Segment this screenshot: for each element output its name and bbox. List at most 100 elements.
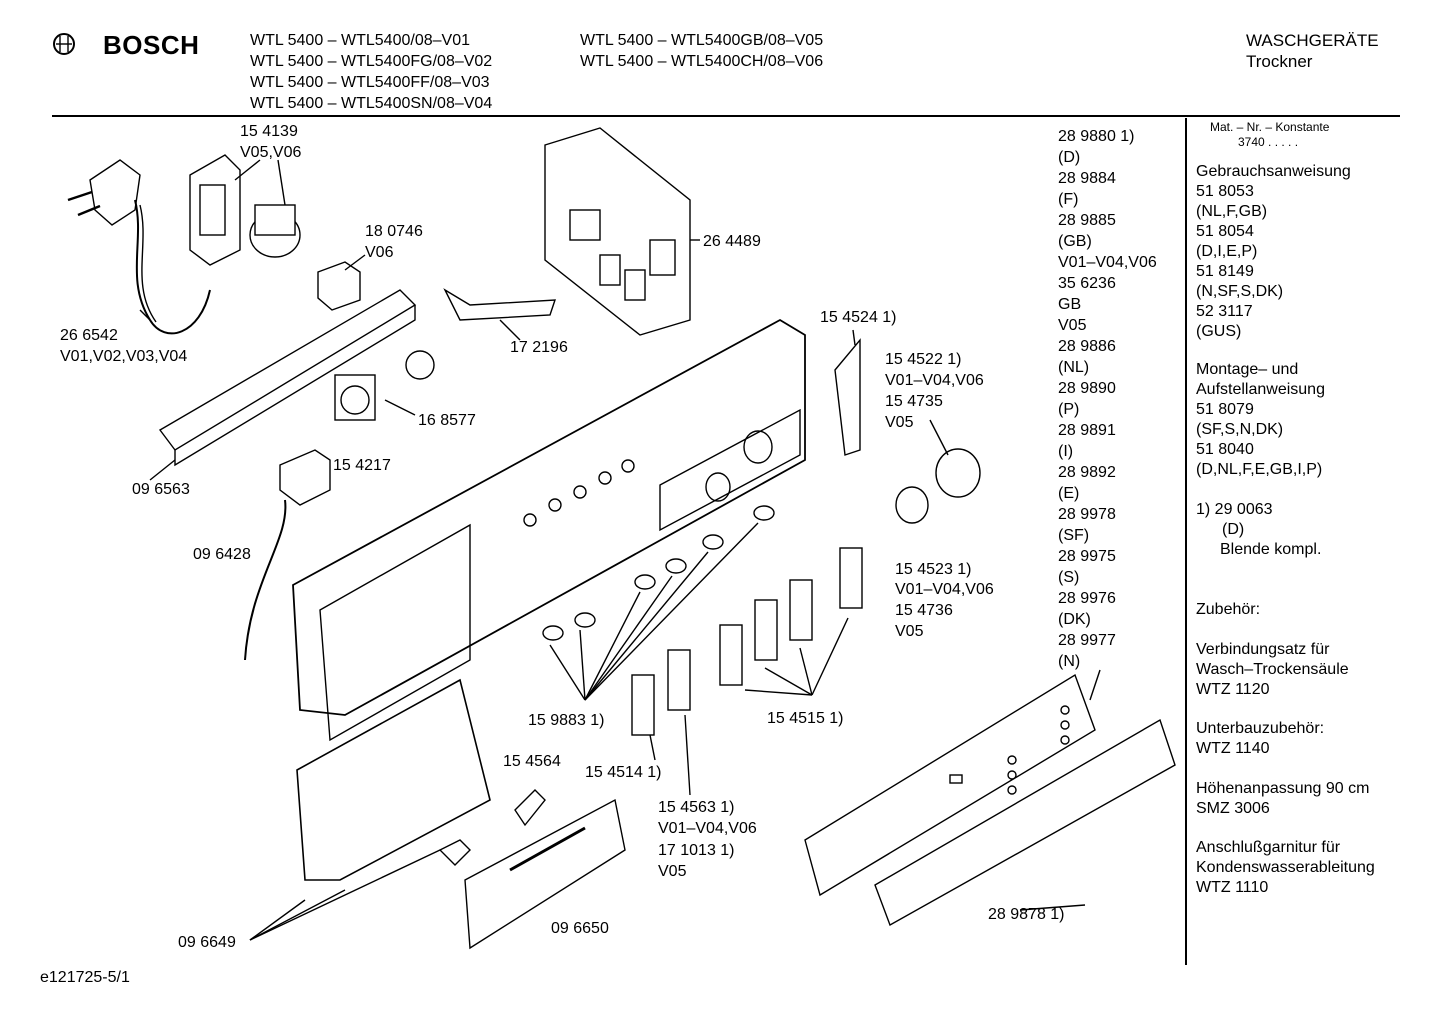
part-label: 26 4489 (703, 233, 761, 250)
model-line: WTL 5400 – WTL5400FG/08–V02 (250, 53, 493, 70)
part-label: 15 4515 1) (767, 710, 844, 727)
bosch-logo-icon (53, 33, 75, 55)
instructions-section: Gebrauchsanweisung 51 8053 (NL,F,GB) 51 … (1196, 162, 1351, 342)
part-column-line: 28 9975 (1058, 548, 1116, 565)
part-column-line: (N) (1058, 653, 1081, 670)
part-label: 15 4139 (240, 123, 298, 140)
sidebar-line: (GUS) (1196, 323, 1242, 340)
sidebar-line: (NL,F,GB) (1196, 203, 1268, 220)
sidebar-line: Anschlußgarnitur für (1196, 839, 1341, 856)
part-column-line: (I) (1058, 443, 1074, 460)
part-label: 26 6542 (60, 327, 118, 344)
installation-section: Montage– und Aufstellanweisung 51 8079 (… (1196, 360, 1325, 480)
part-column-line: (NL) (1058, 359, 1090, 376)
brand-name: BOSCH (103, 30, 200, 60)
part-column-line: (SF) (1058, 527, 1090, 544)
ribbon-cable-icon (443, 288, 556, 321)
part-variant: V05,V06 (240, 144, 302, 161)
sidebar-line: (SF,S,N,DK) (1196, 421, 1284, 438)
part-label: 15 9883 1) (528, 712, 605, 729)
part-label: 15 4563 1) (658, 799, 735, 816)
control-panel-housing-icon (292, 318, 806, 742)
part-column-line: V05 (1058, 317, 1087, 334)
part-label: 16 8577 (418, 412, 476, 429)
sidebar-line: Unterbauzubehör: (1196, 720, 1325, 737)
accessory-item: Höhenanpassung 90 cm SMZ 3006 (1196, 779, 1369, 819)
relay-icon (317, 261, 361, 311)
part-column-line: (GB) (1058, 233, 1092, 250)
sidebar-line: WTZ 1120 (1196, 681, 1270, 698)
sidebar-line: Wasch–Trockensäule (1196, 661, 1349, 678)
sidebar-line: Montage– und (1196, 361, 1299, 378)
part-label: 15 4524 1) (820, 309, 897, 326)
part-column-line: 28 9891 (1058, 422, 1116, 439)
part-label: 18 0746 (365, 223, 423, 240)
model-list-left: WTL 5400 – WTL5400/08–V01 WTL 5400 – WTL… (250, 30, 492, 114)
accessories-heading: Zubehör: (1196, 601, 1261, 618)
part-label: 09 6650 (551, 920, 609, 937)
sidebar-line: Kondenswasserableitung (1196, 859, 1375, 876)
part-label: 15 4217 (333, 457, 391, 474)
part-column-line: (S) (1058, 569, 1080, 586)
filter-module-icon (189, 154, 301, 266)
sidebar-line: 51 8054 (1196, 223, 1254, 240)
spring-icon (542, 505, 775, 701)
document-id: e121725-5/1 (40, 969, 130, 986)
part-label: 09 6563 (132, 481, 190, 498)
sidebar-line: Höhenanpassung 90 cm (1196, 780, 1370, 797)
part-label: 17 2196 (510, 339, 568, 356)
part-variant: V05 (895, 623, 924, 640)
control-module-icon (544, 127, 691, 336)
accessory-item: Verbindungsatz für Wasch–Trockensäule WT… (1196, 640, 1349, 700)
part-column-line: 28 9885 (1058, 212, 1116, 229)
part-number-column: 28 9880 1) (D) 28 9884 (F) 28 9885 (GB) … (1058, 126, 1157, 672)
part-label: 15 4523 1) (895, 561, 972, 578)
part-column-line: 28 9890 (1058, 380, 1116, 397)
sidebar-line: Gebrauchsanweisung (1196, 163, 1351, 180)
part-variant: V01–V04,V06 (895, 581, 994, 598)
category-subtitle: Trockner (1246, 52, 1313, 71)
sidebar-line: WTZ 1140 (1196, 740, 1270, 757)
sidebar-line: SMZ 3006 (1196, 800, 1270, 817)
part-column-line: 28 9884 (1058, 170, 1116, 187)
sidebar-line: 51 8053 (1196, 183, 1254, 200)
model-line: WTL 5400 – WTL5400CH/08–V06 (580, 53, 824, 70)
part-variant: V05 (658, 863, 687, 880)
footnote-number: 1) 29 0063 (1196, 501, 1273, 518)
sidebar-line: 51 8079 (1196, 401, 1254, 418)
model-line: WTL 5400 – WTL5400SN/08–V04 (250, 95, 493, 112)
part-column-line: (E) (1058, 485, 1080, 502)
part-variant: V06 (365, 244, 394, 261)
part-column-line: V01–V04,V06 (1058, 254, 1157, 271)
program-knob-icon (895, 419, 981, 524)
clip-icon (514, 789, 546, 827)
sidebar-line: 51 8040 (1196, 441, 1254, 458)
sidebar-line: (N,SF,S,DK) (1196, 283, 1284, 300)
sidebar-line: (D,NL,F,E,GB,I,P) (1196, 461, 1323, 478)
part-column-line: (D) (1058, 149, 1081, 166)
detergent-drawer-icon (249, 678, 626, 950)
mat-nr-label: Mat. – Nr. – Konstante (1210, 120, 1330, 134)
part-variant: V01–V04,V06 (885, 372, 984, 389)
accessory-item: Unterbauzubehör: WTZ 1140 (1196, 719, 1324, 759)
part-variant: V01–V04,V06 (658, 820, 757, 837)
accessory-item: Anschlußgarnitur für Kondenswasserableit… (1196, 838, 1375, 898)
sidebar-line: Aufstellanweisung (1196, 381, 1325, 398)
part-label: 15 4514 1) (585, 764, 662, 781)
push-button-icon (631, 547, 863, 736)
part-label: 15 4522 1) (885, 351, 962, 368)
part-column-line: 28 9892 (1058, 464, 1116, 481)
door-switch-icon (244, 449, 331, 661)
model-line: WTL 5400 – WTL5400GB/08–V05 (580, 32, 824, 49)
part-column-line: 28 9880 1) (1058, 128, 1135, 145)
part-column-line: (P) (1058, 401, 1080, 418)
sidebar-line: 51 8149 (1196, 263, 1254, 280)
sidebar-line: WTZ 1110 (1196, 879, 1269, 896)
part-label: 15 4736 (895, 602, 953, 619)
part-column-line: (DK) (1058, 611, 1091, 628)
category-title: WASCHGERÄTE (1246, 31, 1379, 50)
leader-lines (139, 159, 1101, 911)
sidebar-line: (D,I,E,P) (1196, 243, 1258, 260)
part-label: 15 4735 (885, 393, 943, 410)
